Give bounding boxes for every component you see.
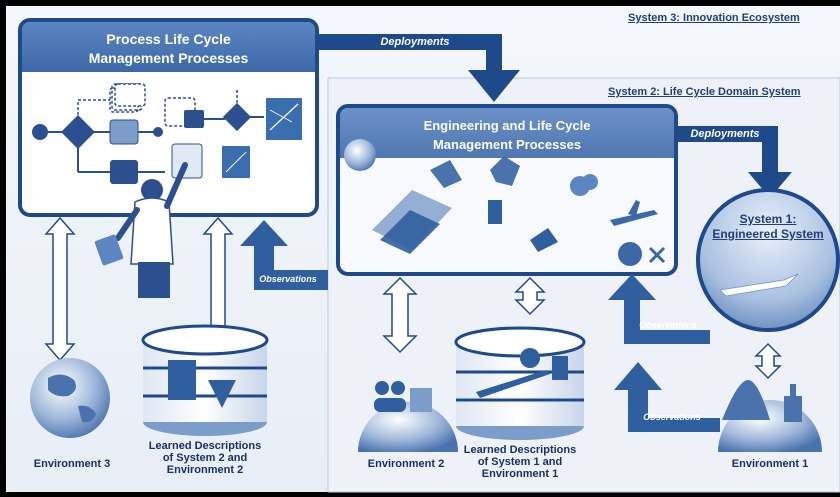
environment-2-label: Environment 2 <box>367 458 445 470</box>
observations-arrow-left <box>240 220 328 290</box>
system1-title: System 1: Engineered System <box>706 212 830 242</box>
db-left-line2: of System 2 and <box>162 452 248 464</box>
observations-label-left: Observations <box>259 274 317 284</box>
process-title-line2: Management Processes <box>88 50 249 66</box>
environment-3-label: Environment 3 <box>33 458 111 470</box>
environment-1-label: Environment 1 <box>731 458 809 470</box>
process-lifecycle-box <box>18 18 319 298</box>
airplane-icon <box>719 273 799 297</box>
process-title-line1: Process Life Cycle <box>106 31 231 47</box>
db-right-line3: Environment 1 <box>481 468 559 480</box>
db-left-line3: Environment 2 <box>166 464 244 476</box>
system1-title-line2: Engineered System <box>712 227 824 241</box>
double-arrows <box>44 216 782 380</box>
observations-label-right-lower: Observations <box>643 412 701 422</box>
engineering-title-line2: Management Processes <box>432 137 582 152</box>
deployments-label-right: Deployments <box>690 128 760 140</box>
engineering-box-title: Engineering and Life Cycle Management Pr… <box>340 116 674 154</box>
db-left-line1: Learned Descriptions <box>148 440 262 452</box>
globe-environment-2 <box>358 381 458 452</box>
db-right-line2: of System 1 and <box>477 456 563 468</box>
deployments-label-top: Deployments <box>380 36 450 48</box>
observations-arrow-right-lower <box>614 362 720 432</box>
database-right <box>454 326 586 440</box>
observations-arrow-right-upper <box>608 274 710 344</box>
db-right-line1: Learned Descriptions <box>463 444 577 456</box>
observations-label-right-upper: Observations <box>639 320 697 330</box>
learned-descriptions-left: Learned Descriptions of System 2 and Env… <box>140 440 270 476</box>
deployments-arrow-top <box>317 34 520 102</box>
system3-title: System 3: Innovation Ecosystem <box>628 12 800 24</box>
deployments-arrow-right <box>676 126 792 198</box>
engineering-title-line1: Engineering and Life Cycle <box>423 118 591 133</box>
engineering-lifecycle-box <box>336 104 678 276</box>
globe-environment-3 <box>30 358 110 438</box>
process-box-title: Process Life Cycle Management Processes <box>22 30 315 68</box>
system2-title: System 2: Life Cycle Domain System <box>608 86 801 98</box>
database-left <box>141 324 269 436</box>
learned-descriptions-right: Learned Descriptions of System 1 and Env… <box>455 444 585 480</box>
system1-title-line1: System 1: <box>739 212 797 226</box>
globe-environment-1 <box>718 380 822 452</box>
system1-circle <box>696 188 840 332</box>
